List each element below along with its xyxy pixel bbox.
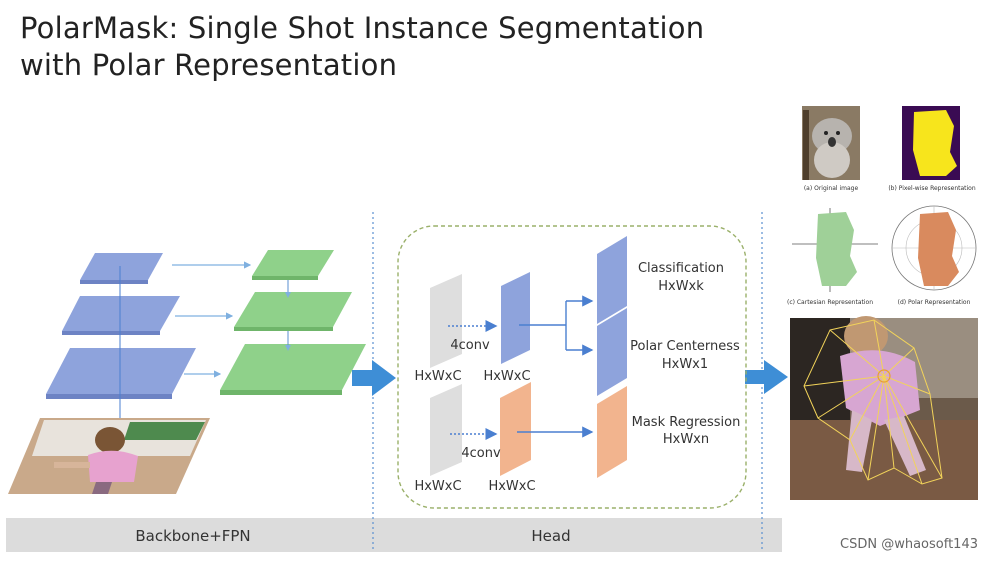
panel-d-polar-representation xyxy=(891,205,977,291)
title-line-1: PolarMask: Single Shot Instance Segmenta… xyxy=(20,11,705,45)
output-mask-dim: HxWxn xyxy=(663,432,709,447)
conv-label-top: 4conv xyxy=(450,338,490,353)
output-classification-name: Classification xyxy=(638,261,724,276)
result-image xyxy=(790,316,978,500)
fpn-pyramid xyxy=(220,250,366,395)
output-classification-dim: HxWxk xyxy=(658,279,704,294)
output-mask-name: Mask Regression xyxy=(632,415,741,430)
title-line-2: with Polar Representation xyxy=(20,48,398,82)
flow-arrow-2 xyxy=(745,360,788,394)
panel-b-caption: (b) Pixel-wise Representation xyxy=(888,185,976,192)
output-centerness-dim: HxWx1 xyxy=(662,357,708,372)
mid-dim-bottom: HxWxC xyxy=(488,479,535,494)
panel-d-caption: (d) Polar Representation xyxy=(898,299,971,306)
panel-b-pixel-representation xyxy=(902,106,960,180)
watermark: CSDN @whaosoft143 xyxy=(840,537,978,552)
section-bar xyxy=(6,518,782,552)
conv-label-bottom: 4conv xyxy=(461,446,501,461)
input-dim-bottom: HxWxC xyxy=(414,479,461,494)
head-top-branch xyxy=(430,236,627,396)
figure-title: PolarMask: Single Shot Instance Segmenta… xyxy=(20,10,704,84)
panel-a-caption: (a) Original image xyxy=(804,185,859,192)
mid-dim-top: HxWxC xyxy=(483,369,530,384)
head-bottom-branch xyxy=(430,382,627,478)
flow-arrow-1 xyxy=(352,360,396,396)
input-image xyxy=(8,418,210,494)
backbone-pyramid xyxy=(46,253,196,420)
panel-c-caption: (c) Cartesian Representation xyxy=(787,299,873,306)
panel-a-original-image xyxy=(802,106,860,180)
head-label: Head xyxy=(531,527,570,545)
panel-c-cartesian-representation xyxy=(790,205,880,293)
backbone-label: Backbone+FPN xyxy=(135,527,250,545)
input-dim-top: HxWxC xyxy=(414,369,461,384)
output-centerness-name: Polar Centerness xyxy=(630,339,740,354)
head-box xyxy=(397,225,747,509)
